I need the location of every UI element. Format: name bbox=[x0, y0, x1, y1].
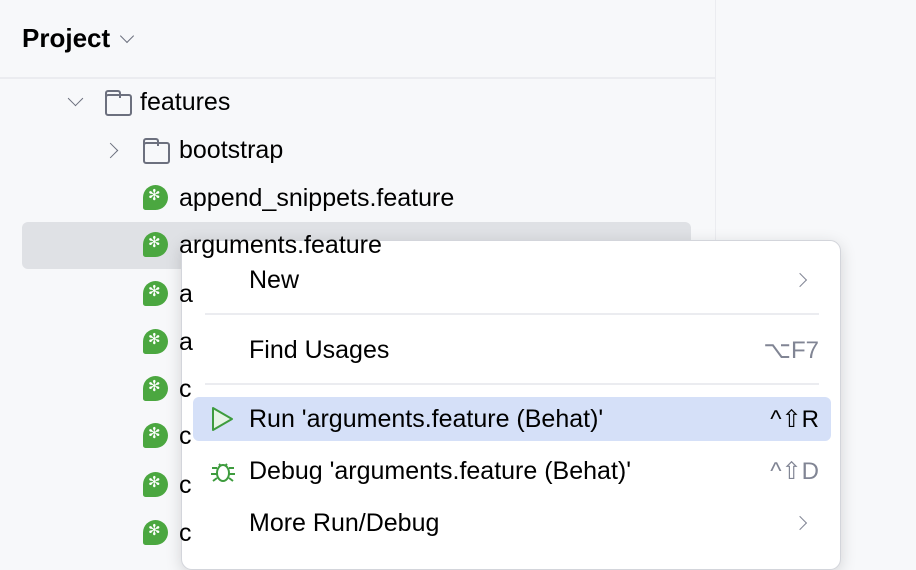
project-header: Project bbox=[0, 0, 716, 79]
menu-item-label: More Run/Debug bbox=[249, 508, 440, 537]
menu-item-label: Run 'arguments.feature (Behat)' bbox=[249, 404, 604, 433]
tree-item-file[interactable]: a bbox=[0, 319, 716, 366]
cucumber-icon bbox=[143, 185, 168, 210]
menu-item-label: Find Usages bbox=[249, 335, 390, 364]
chevron-right-icon bbox=[792, 272, 808, 288]
chevron-down-icon[interactable] bbox=[67, 90, 84, 107]
context-menu: New Find Usages ⌥F7 Run 'arguments.featu… bbox=[181, 240, 841, 570]
tree-item-features[interactable]: features bbox=[0, 79, 716, 126]
tree-item-label: c bbox=[179, 519, 192, 547]
menu-separator bbox=[205, 383, 819, 385]
tree-item-file[interactable]: append_snippets.feature bbox=[0, 175, 716, 222]
chevron-down-icon[interactable] bbox=[120, 28, 135, 43]
cucumber-icon bbox=[143, 329, 168, 354]
tree-item-label: c bbox=[179, 375, 192, 403]
shortcut: ^⇧D bbox=[770, 457, 819, 485]
menu-separator bbox=[205, 313, 819, 315]
tree-item-file[interactable]: a bbox=[0, 271, 716, 318]
menu-item-debug[interactable]: Debug 'arguments.feature (Behat)' ^⇧D bbox=[193, 449, 831, 493]
shortcut: ⌥F7 bbox=[763, 336, 819, 364]
tree-item-bootstrap[interactable]: bootstrap bbox=[0, 127, 716, 174]
menu-item-find-usages[interactable]: Find Usages ⌥F7 bbox=[193, 328, 831, 372]
panel-title[interactable]: Project bbox=[22, 23, 111, 53]
tree-item-label: append_snippets.feature bbox=[179, 184, 455, 212]
tree-item-file[interactable]: c bbox=[0, 462, 716, 509]
tree-item-label: arguments.feature bbox=[179, 231, 382, 259]
menu-item-more-run-debug[interactable]: More Run/Debug bbox=[193, 501, 831, 545]
menu-item-new[interactable]: New bbox=[193, 258, 831, 302]
menu-item-label: New bbox=[249, 265, 300, 294]
folder-icon bbox=[143, 138, 170, 164]
menu-item-run[interactable]: Run 'arguments.feature (Behat)' ^⇧R bbox=[193, 397, 831, 441]
folder-icon bbox=[105, 90, 132, 116]
chevron-right-icon[interactable] bbox=[102, 142, 119, 159]
tree-item-label: bootstrap bbox=[179, 136, 284, 164]
tree-item-label: a bbox=[179, 280, 193, 308]
cucumber-icon bbox=[143, 376, 168, 401]
menu-item-label: Debug 'arguments.feature (Behat)' bbox=[249, 456, 631, 485]
debug-icon bbox=[211, 463, 235, 482]
tree-item-file[interactable]: c bbox=[0, 366, 716, 413]
cucumber-icon bbox=[143, 281, 168, 306]
tree-item-file[interactable]: c bbox=[0, 510, 716, 557]
tree-item-label: c bbox=[179, 471, 192, 499]
run-icon bbox=[212, 407, 233, 431]
tree-item-label: c bbox=[179, 422, 192, 450]
tree-item-file[interactable]: c bbox=[0, 413, 716, 460]
cucumber-icon bbox=[143, 520, 168, 545]
cucumber-icon bbox=[143, 472, 168, 497]
shortcut: ^⇧R bbox=[770, 405, 819, 433]
chevron-right-icon bbox=[792, 515, 808, 531]
cucumber-icon bbox=[143, 423, 168, 448]
tree-item-label: features bbox=[140, 88, 231, 116]
cucumber-icon bbox=[143, 232, 168, 257]
tree-item-label: a bbox=[179, 328, 193, 356]
